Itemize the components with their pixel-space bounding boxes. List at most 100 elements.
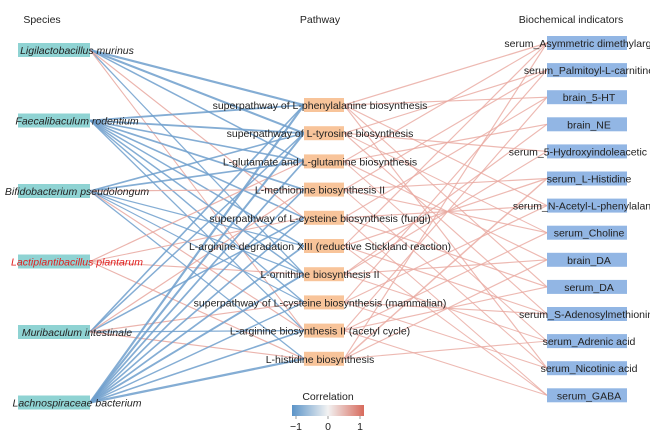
indicator-node-box bbox=[547, 334, 627, 349]
species-pathway-edge bbox=[89, 119, 305, 135]
indicator-node-brain-ne: brain_NE bbox=[547, 117, 627, 132]
pathway-node-box bbox=[304, 295, 344, 310]
pathway-indicator-edge bbox=[343, 104, 548, 288]
pathway-node-superpathway-of-l-phenylalanine-biosynthesis: superpathway of L-phenylalanine biosynth… bbox=[213, 98, 427, 112]
pathway-node-box bbox=[304, 126, 344, 141]
species-node-bifidobacterium-pseudolongum: Bifidobacterium pseudolongum bbox=[5, 184, 149, 198]
species-pathway-edge bbox=[89, 329, 305, 404]
species-label: Bifidobacterium pseudolongum bbox=[5, 186, 149, 198]
indicator-node-serum-palmitoyl-l-carnitine: serum_Palmitoyl-L-carnitine bbox=[524, 63, 650, 78]
pathway-indicator-edge bbox=[343, 177, 548, 360]
indicator-node-box bbox=[547, 144, 627, 159]
pathway-indicator-edge bbox=[343, 177, 548, 191]
pathway-indicator-edge bbox=[343, 259, 548, 275]
pathway-node-box bbox=[304, 98, 344, 112]
species-node-box bbox=[18, 254, 90, 269]
pathway-indicator-edge bbox=[343, 340, 548, 360]
species-node-box bbox=[18, 395, 90, 410]
pathway-indicator-edge bbox=[343, 150, 548, 275]
indicator-node-box bbox=[547, 388, 627, 403]
species-node-box bbox=[18, 43, 90, 57]
pathway-indicator-edge bbox=[343, 42, 548, 247]
pathway-node-superpathway-of-l-cysteine-biosynthesis-mammalian: superpathway of L-cysteine biosynthesis … bbox=[194, 295, 446, 310]
species-pathway-edge bbox=[89, 301, 305, 404]
indicator-label: serum_GABA bbox=[557, 390, 621, 402]
species-label: Ligilactobacillus murinus bbox=[20, 45, 135, 57]
indicator-label: serum_Palmitoyl-L-carnitine bbox=[524, 65, 650, 77]
pathway-node-box bbox=[304, 267, 344, 282]
pathway-indicator-edge bbox=[343, 161, 548, 342]
pathway-indicator-edge bbox=[343, 259, 548, 360]
pathway-node-box bbox=[304, 239, 344, 253]
pathway-node-box bbox=[304, 210, 344, 225]
pathway-indicator-edge bbox=[343, 245, 548, 315]
indicator-label: serum_Choline bbox=[554, 228, 625, 240]
indicator-label: serum_Asymmetric dimethylarginine bbox=[504, 38, 650, 50]
pathway-indicator-edge bbox=[343, 96, 548, 331]
pathway-label: superpathway of L-cysteine biosynthesis … bbox=[209, 213, 430, 225]
indicator-node-serum-s-adenosylmethionine: serum_S-Adenosylmethionine bbox=[519, 307, 650, 321]
pathway-indicator-edge bbox=[343, 69, 548, 191]
species-pathway-edge bbox=[89, 104, 305, 404]
indicator-node-box bbox=[547, 225, 627, 240]
pathway-node-l-glutamate-and-l-glutamine-biosynthesis: L-glutamate and L-glutamine biosynthesis bbox=[223, 154, 417, 169]
indicator-node-box bbox=[547, 90, 627, 105]
species-pathway-edge bbox=[89, 329, 305, 333]
species-pathway-edge bbox=[89, 189, 305, 192]
species-column-header: Species bbox=[23, 14, 60, 26]
indicator-node-box bbox=[547, 171, 627, 186]
indicator-node-serum-l-histidine: serum_L-Histidine bbox=[547, 171, 631, 186]
pathway-indicator-edge bbox=[343, 123, 548, 275]
species-pathway-edge bbox=[89, 49, 305, 135]
pathway-label: L-methionine biosynthesis II bbox=[255, 185, 385, 197]
indicator-node-serum-adrenic-acid: serum_Adrenic acid bbox=[543, 334, 636, 349]
pathway-indicator-edge bbox=[343, 301, 548, 369]
pathway-indicator-edge bbox=[343, 217, 548, 288]
indicator-label: serum_DA bbox=[564, 282, 614, 294]
species-node-box bbox=[18, 184, 90, 198]
pathway-node-superpathway-of-l-tyrosine-biosynthesis: superpathway of L-tyrosine biosynthesis bbox=[227, 126, 413, 141]
species-node-lachnospiraceae-bacterium: Lachnospiraceae bacterium bbox=[13, 395, 142, 410]
pathway-label: L-histidine biosynthesis bbox=[266, 354, 375, 366]
indicator-label: serum_N-Acetyl-L-phenylalanine bbox=[513, 201, 650, 213]
pathway-indicator-edge bbox=[343, 245, 548, 396]
pathway-label: L-ornithine biosynthesis II bbox=[260, 269, 379, 281]
species-pathway-edge bbox=[89, 104, 305, 122]
species-node-box bbox=[18, 113, 90, 128]
species-pathway-edge bbox=[89, 245, 305, 404]
pathway-node-superpathway-of-l-cysteine-biosynthesis-fungi: superpathway of L-cysteine biosynthesis … bbox=[209, 210, 431, 225]
pathway-indicator-edge bbox=[343, 330, 548, 396]
indicator-node-box bbox=[547, 63, 627, 78]
species-label: Muribaculum intestinale bbox=[22, 327, 132, 339]
pathway-indicator-edge bbox=[343, 132, 548, 234]
pathway-node-l-ornithine-biosynthesis-ii: L-ornithine biosynthesis II bbox=[260, 267, 380, 282]
indicator-node-serum-choline: serum_Choline bbox=[547, 225, 627, 240]
indicator-node-box bbox=[547, 198, 627, 213]
species-node-lactiplantibacillus-plantarum: Lactiplantibacillus plantarum bbox=[11, 254, 143, 269]
indicator-node-box bbox=[547, 361, 627, 376]
nodes: Ligilactobacillus murinusFaecalibaculum … bbox=[5, 36, 650, 410]
pathway-node-l-histidine-biosynthesis: L-histidine biosynthesis bbox=[266, 351, 375, 366]
pathway-node-l-arginine-biosynthesis-ii-acetyl-cycle: L-arginine biosynthesis II (acetyl cycle… bbox=[230, 323, 410, 338]
indicator-node-serum-n-acetyl-l-phenylalanine: serum_N-Acetyl-L-phenylalanine bbox=[513, 198, 650, 213]
indicator-node-serum-asymmetric-dimethylarginine: serum_Asymmetric dimethylarginine bbox=[504, 36, 650, 50]
indicator-label: brain_5-HT bbox=[563, 92, 616, 104]
species-pathway-edge bbox=[89, 301, 305, 333]
indicator-node-brain-da: brain_DA bbox=[547, 252, 627, 267]
species-pathway-edge bbox=[89, 189, 305, 404]
pathway-indicator-edge bbox=[343, 217, 548, 396]
pathway-node-box bbox=[304, 351, 344, 366]
species-pathway-edge bbox=[89, 331, 305, 360]
legend-tick-mid: 0 bbox=[325, 421, 331, 433]
species-node-ligilactobacillus-murinus: Ligilactobacillus murinus bbox=[18, 43, 135, 57]
legend-tick-min: −1 bbox=[290, 421, 302, 433]
species-pathway-edge bbox=[89, 104, 305, 333]
pathway-node-l-arginine-degradation-xiii-reductive-stickland-reaction: L-arginine degradation XIII (reductive S… bbox=[189, 239, 451, 253]
species-node-muribaculum-intestinale: Muribaculum intestinale bbox=[18, 325, 132, 339]
pathway-node-l-methionine-biosynthesis-ii: L-methionine biosynthesis II bbox=[255, 182, 385, 197]
pathway-node-box bbox=[304, 323, 344, 338]
pathway-indicator-edges bbox=[343, 42, 548, 396]
pathway-indicator-edge bbox=[343, 42, 548, 360]
indicator-node-brain-5-ht: brain_5-HT bbox=[547, 90, 627, 105]
